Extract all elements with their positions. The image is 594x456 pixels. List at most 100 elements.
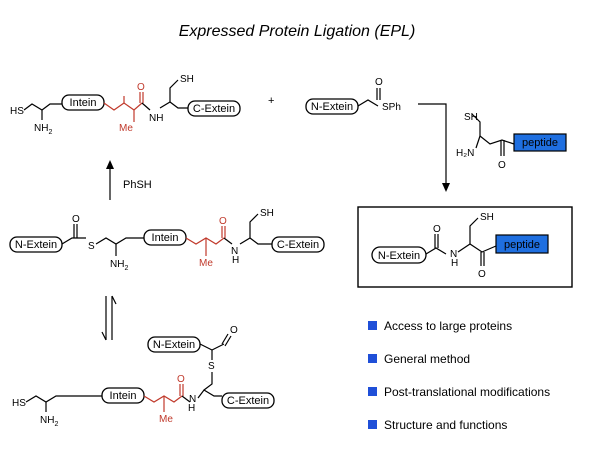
mid-cys-sh: SH: [260, 208, 274, 219]
feature-list: Access to large proteins General method …: [368, 319, 550, 432]
bottom-oxygen: O: [230, 325, 238, 336]
product-chain-1: [425, 247, 447, 255]
intein-box-mid: [143, 229, 187, 246]
peptide-box-top: [513, 133, 567, 152]
mid-sulfur: S: [88, 241, 95, 252]
mid-amide-bond: [223, 237, 233, 245]
mid-amide-n: N: [231, 246, 238, 257]
amide-bond: [141, 102, 151, 111]
bottom-co-b: [224, 335, 232, 347]
mid-cys-backbone: [239, 237, 272, 245]
bullet-marker-3: [368, 387, 377, 396]
cys-peptide-sh: SH: [464, 112, 478, 123]
bottom-cys-chain: [203, 372, 213, 391]
n-extein-box-mid: [9, 236, 63, 253]
mid-oxygen: O: [72, 214, 80, 225]
product-sidechain: [469, 217, 479, 244]
product-sh: SH: [480, 212, 494, 223]
methyl-label: Me: [119, 123, 133, 134]
peptide-box-product: [495, 234, 549, 254]
c-extein-box-bottom: [221, 392, 275, 409]
intein-precursor-structure: HS NH2 Intein Me O NH SH C-Extein: [10, 74, 241, 136]
bullet-marker-4: [368, 420, 377, 429]
cys-peptide-amine-bond: [475, 135, 481, 149]
n-extein-label-product: N-Extein: [378, 250, 420, 262]
bottom-red-oxygen: O: [177, 374, 185, 385]
thioester-oxygen: O: [375, 77, 383, 88]
plus-sign: +: [268, 95, 274, 107]
bullet-marker-2: [368, 354, 377, 363]
intein-label-bottom: Intein: [110, 390, 137, 402]
intein-label: Intein: [70, 97, 97, 109]
n-extein-thioester-structure: N-Extein O SPh: [305, 77, 401, 115]
thiol-label-2: SH: [180, 74, 194, 85]
mid-chain-1: [61, 237, 86, 245]
bottom-co-a: [221, 333, 229, 345]
ligation-product-structure: N-Extein O N H SH O peptide: [371, 212, 549, 280]
page-title: Expressed Protein Ligation (EPL): [179, 23, 416, 40]
c-extein-label-mid: C-Extein: [277, 239, 319, 251]
amine-label: NH2: [34, 123, 52, 136]
acyl-shift-structure: N-Extein O S HS NH2 Intein Me O H N C-Ex…: [12, 325, 275, 428]
bottom-amide-n: N: [189, 394, 196, 405]
down-arrow-right: [418, 103, 447, 186]
bullet-item-1: Access to large proteins: [384, 319, 512, 333]
bottom-thioester-chain: [199, 343, 225, 351]
mid-cys-sidechain: [249, 213, 259, 238]
red-linker-bond: [103, 102, 143, 111]
bullet-item-3: Post-translational modifications: [384, 385, 550, 399]
bullet-item-2: General method: [384, 352, 470, 366]
product-amide-n: N: [450, 249, 457, 260]
product-backbone: [457, 243, 497, 253]
cys-chain-bond: [23, 103, 62, 111]
peptide-label-top: peptide: [522, 137, 558, 149]
arrowhead-right: [442, 183, 450, 192]
amide-nh-label: NH: [149, 113, 163, 124]
equilibrium-head-up: [111, 295, 117, 305]
bottom-methyl-label: Me: [159, 414, 173, 425]
sph-label: SPh: [382, 102, 401, 113]
product-amide-h: H: [451, 258, 458, 269]
bottom-red-chain: [143, 395, 183, 403]
bottom-sulfur: S: [208, 361, 215, 372]
mid-red-oxygen: O: [219, 216, 227, 227]
carbonyl-oxygen: O: [137, 82, 145, 93]
arrowhead-up: [106, 160, 114, 169]
cys-peptide-structure: SH H₂N O peptide: [456, 112, 567, 171]
bullet-marker-1: [368, 321, 377, 330]
equilibrium-head-down: [101, 331, 107, 341]
bottom-amine: NH2: [40, 415, 58, 428]
cys-peptide-backbone: [479, 135, 515, 145]
c-extein-box-mid: [271, 236, 325, 253]
bottom-amide-nh: H: [188, 403, 195, 414]
n-extein-label-bottom: N-Extein: [153, 339, 195, 351]
mid-red-chain: [185, 237, 225, 245]
mid-chain-2: [95, 237, 144, 245]
product-oxygen: O: [433, 224, 441, 235]
cys-peptide-sidechain: [471, 113, 481, 136]
mid-methyl-label: Me: [199, 258, 213, 269]
mid-amide-h: H: [232, 255, 239, 266]
n-extein-box-product: [371, 246, 427, 264]
cys-peptide-oxygen: O: [498, 160, 506, 171]
thioester-intermediate-structure: N-Extein O S NH2 Intein Me O N H SH C-Ex…: [9, 208, 325, 272]
c-extein-box: [187, 100, 241, 117]
phsh-label: PhSH: [123, 179, 152, 191]
intein-box: [61, 94, 105, 111]
n-extein-box: [305, 98, 359, 115]
bullet-item-4: Structure and functions: [384, 418, 507, 432]
thioester-chain: [357, 99, 379, 107]
product-oxygen-2: O: [478, 269, 486, 280]
c-extein-label-bottom: C-Extein: [227, 395, 269, 407]
intein-label-mid: Intein: [152, 232, 179, 244]
c-extein-label: C-Extein: [193, 103, 235, 115]
cys-backbone: [159, 101, 188, 109]
thiol-label: HS: [10, 106, 24, 117]
bottom-backbone: [197, 389, 222, 399]
peptide-label-product: peptide: [504, 239, 540, 251]
n-extein-label-mid: N-Extein: [15, 239, 57, 251]
bottom-left-chain: [25, 395, 68, 403]
bottom-amide-bond: [181, 395, 191, 403]
